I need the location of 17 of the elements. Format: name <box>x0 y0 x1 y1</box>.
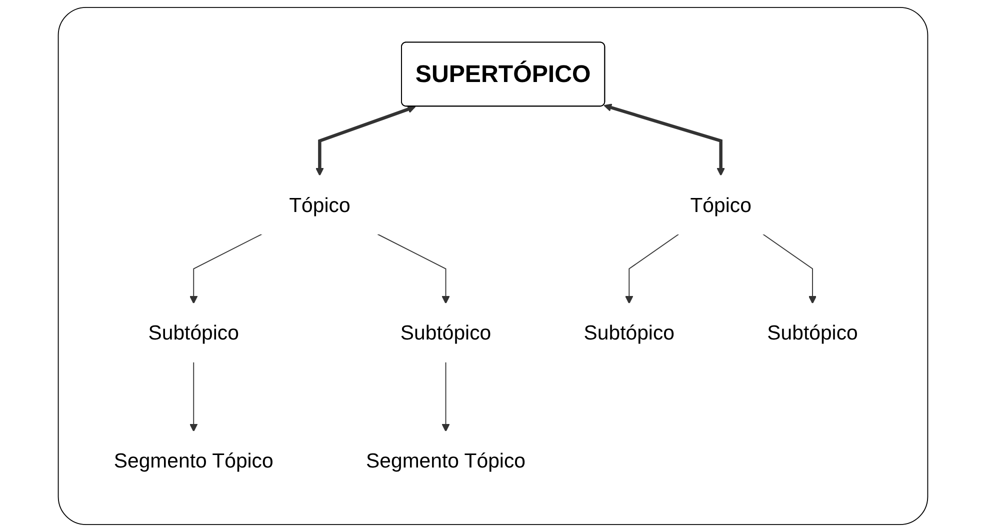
arrow <box>190 234 263 304</box>
arrow <box>190 361 198 432</box>
node-text: Tópico <box>690 193 752 216</box>
node-text: Tópico <box>289 193 350 216</box>
arrow <box>762 234 817 304</box>
node-text: Subtópico <box>767 321 858 344</box>
cluster <box>58 6 928 526</box>
node-text: Segmento Tópico <box>114 449 274 472</box>
arrow <box>376 234 450 304</box>
arrow <box>604 104 725 176</box>
arrow <box>316 105 416 176</box>
node-text: Subtópico <box>584 321 674 344</box>
node-text: Subtópico <box>400 321 492 344</box>
node-text: Segmento Tópico <box>366 449 526 472</box>
node-text: Subtópico <box>148 321 239 344</box>
arrow <box>442 361 450 432</box>
arrow <box>625 234 680 304</box>
